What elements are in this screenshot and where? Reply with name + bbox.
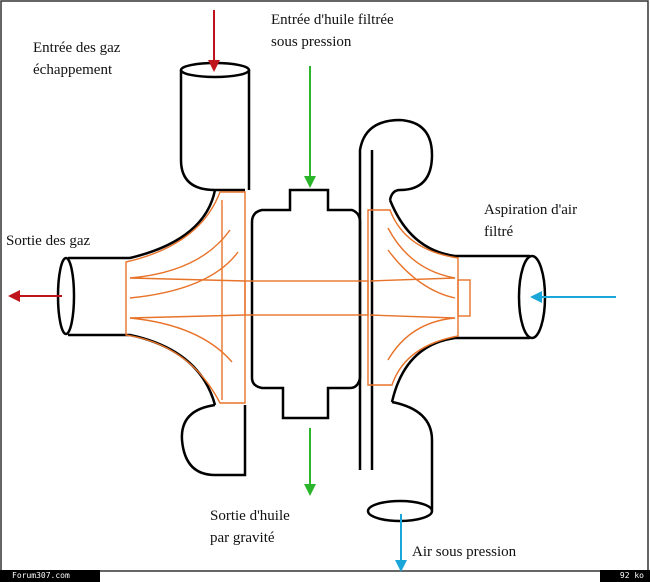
label-line: Aspiration d'air: [484, 202, 578, 218]
label-pressurized-air: Air sous pression: [412, 541, 516, 563]
label-line: sous pression: [271, 34, 352, 50]
label-line: Sortie d'huile: [210, 508, 290, 524]
label-exhaust-gas-outlet: Sortie des gaz: [6, 230, 90, 252]
bearing-housing: [250, 188, 362, 420]
label-line: Entrée des gaz: [33, 40, 121, 56]
shaft: [244, 280, 369, 316]
rotor-assembly: [125, 191, 471, 404]
label-line: échappement: [33, 62, 113, 78]
compressor-wheel: [367, 209, 459, 386]
label-line: par gravité: [210, 530, 275, 546]
footer-site-watermark: Forum307.com: [0, 570, 100, 582]
label-line: filtré: [484, 224, 514, 240]
label-air-intake: Aspiration d'air filtré: [484, 199, 577, 243]
footer-file-size: 92 ko: [600, 570, 650, 582]
label-oil-outlet: Sortie d'huile par gravité: [210, 505, 290, 549]
label-exhaust-gas-inlet: Entrée des gaz échappement: [33, 37, 120, 81]
turbine-wheel: [125, 191, 246, 404]
label-line: Entrée d'huile filtrée: [271, 12, 394, 28]
label-oil-inlet: Entrée d'huile filtrée sous pression: [271, 9, 394, 53]
arrows: [8, 10, 616, 572]
label-line: Air sous pression: [412, 544, 517, 560]
label-line: Sortie des gaz: [6, 233, 91, 249]
compressor-housing: [358, 118, 547, 523]
